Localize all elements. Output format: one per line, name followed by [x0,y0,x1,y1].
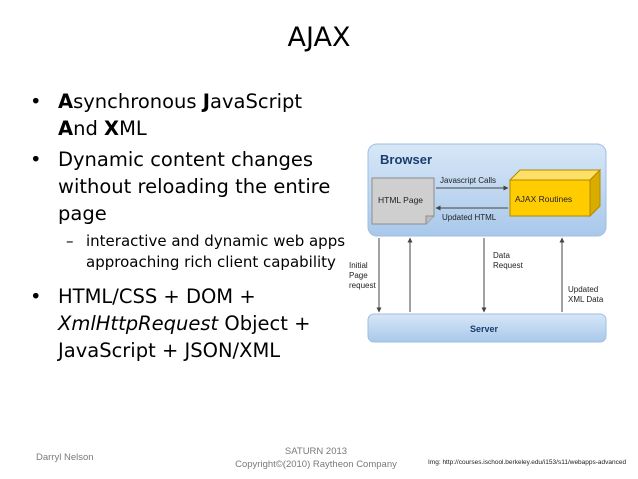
subbullet-dash: – [66,232,74,250]
bullet-text: HTML/CSS + DOM + [58,285,256,308]
updated-html-label: Updated HTML [442,213,497,222]
acronym-word: ML [119,117,147,140]
js-calls-label: Javascript Calls [440,176,496,185]
browser-label: Browser [380,152,432,167]
updated-xml-label: Updated XML Data [568,285,604,304]
ajax-routines-box [508,169,602,181]
acronym-word: avaScript [210,90,303,113]
html-page-label: HTML Page [378,195,423,205]
image-credit: Img: http://courses.ischool.berkeley.edu… [428,459,627,466]
footer-copyright: Copyright©(2010) Raytheon Company [235,459,397,470]
subbullet-interactive: – interactive and dynamic web apps appro… [28,231,348,273]
bullet-text: Dynamic content changes without reloadin… [58,148,331,225]
bullet-dynamic-content: • Dynamic content changes without reload… [28,146,348,227]
ajax-routines-label: AJAX Routines [515,194,572,204]
footer-event: SATURN 2013 [284,446,348,457]
bullet-text: Object + JavaScript + JSON/XML [58,312,311,362]
data-request-label: Data Request [493,251,524,270]
bullet-dot: • [30,285,42,308]
acronym-word: nd [73,117,105,140]
server-label: Server [470,324,499,334]
subbullet-text: interactive and dynamic web apps approac… [86,232,346,271]
ajax-architecture-diagram: Browser HTML Page AJAX Routines Javascri… [349,143,607,343]
bullet-tech-stack: • HTML/CSS + DOM + XmlHttpRequest Object… [28,283,348,364]
server-box [367,313,607,343]
bullet-dot: • [30,90,42,113]
acronym-word: synchronous [73,90,203,113]
initial-page-request-label: Initial Page request [349,261,376,290]
bullet-dot: • [30,148,42,171]
slide-title: AJAX [287,22,351,53]
bullet-text-italic: XmlHttpRequest [58,312,219,335]
footer-author: Darryl Nelson [36,452,94,463]
acronym-letter: J [202,90,211,113]
acronym-letter: A [58,117,74,140]
acronym-letter: A [58,90,74,113]
acronym-letter: X [104,117,120,140]
